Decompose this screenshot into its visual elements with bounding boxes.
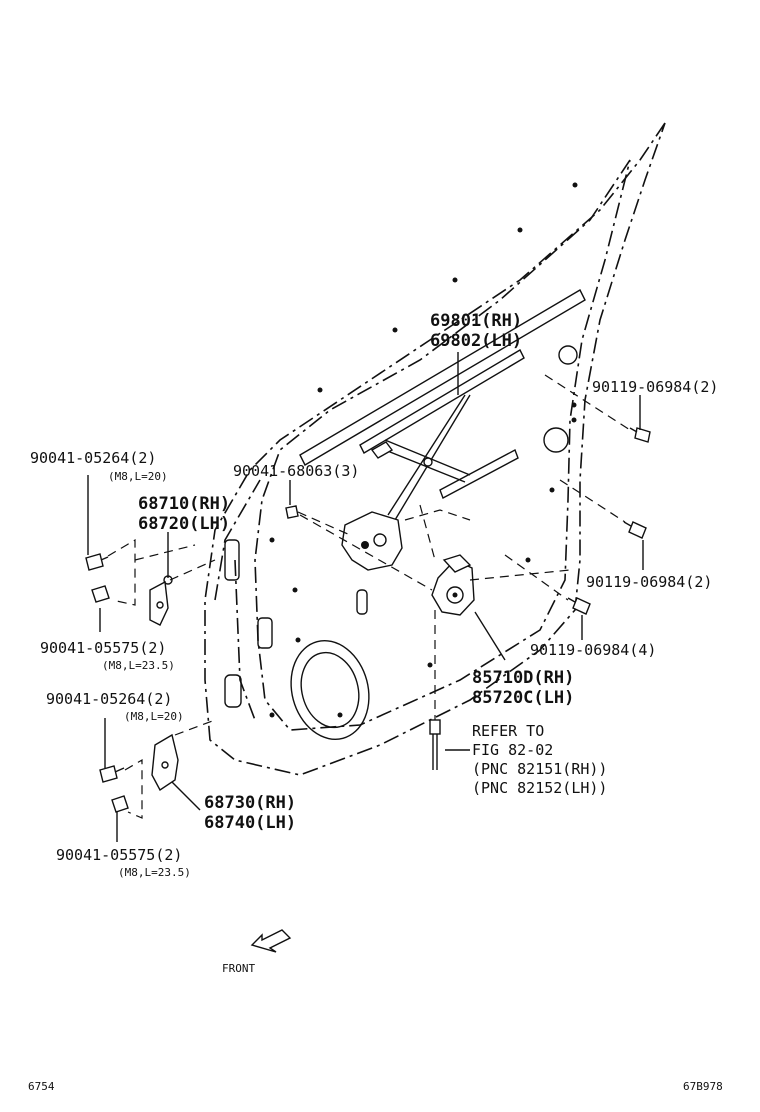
label-refer-fig: FIG 82-02	[472, 741, 553, 759]
label-bolt-center: 90041-68063(3)	[233, 462, 359, 480]
label-motor-lh: 85720C(LH)	[472, 688, 574, 708]
label-bolt-top-right: 90119-06984(2)	[592, 378, 718, 396]
label-refer-to: REFER TO	[472, 722, 544, 740]
label-hinge-lower-rh: 68730(RH)	[204, 793, 296, 813]
label-motor-rh: 85710D(RH)	[472, 668, 574, 688]
label-bolt-low-right: 90119-06984(4)	[530, 641, 656, 659]
harness-connector	[429, 719, 441, 770]
window-motor	[431, 554, 475, 616]
bolt-top-right-icon	[629, 427, 651, 443]
bolt-center-icon	[285, 505, 299, 519]
label-bolt-upper-left: 90041-05264(2)	[30, 449, 156, 467]
bolt-low-right-icon	[567, 597, 591, 615]
speaker-opening	[290, 640, 370, 740]
label-hinge-upper-rh: 68710(RH)	[138, 494, 230, 514]
label-hinge-lower-lh: 68740(LH)	[204, 813, 296, 833]
label-bolt-mid-right: 90119-06984(2)	[586, 573, 712, 591]
leader-lines	[87, 352, 644, 842]
bolt-mid-left-icon	[91, 585, 110, 603]
bolt-bottom-left-icon	[111, 795, 129, 813]
window-regulator	[299, 289, 586, 521]
upper-hinge	[149, 575, 173, 626]
door-panel-holes	[269, 182, 578, 718]
bolt-lower-left-icon	[99, 765, 125, 783]
label-refer-pnc-rh: (PNC 82151(RH))	[472, 760, 607, 778]
page-code-right: 67B978	[683, 1080, 723, 1093]
label-regulator-rh: 69801(RH)	[430, 311, 522, 331]
door-panel-openings	[224, 345, 578, 708]
page-code-left: 6754	[28, 1080, 55, 1093]
bolt-upper-left-icon	[85, 553, 109, 571]
front-direction-arrow-icon	[250, 929, 292, 953]
label-regulator-lh: 69802(LH)	[430, 331, 522, 351]
label-front: FRONT	[222, 962, 255, 975]
label-refer-pnc-lh: (PNC 82152(LH))	[472, 779, 607, 797]
label-hinge-upper-lh: 68720(LH)	[138, 514, 230, 534]
label-bolt-lower-left-spec: (M8,L=20)	[124, 710, 184, 723]
label-bolt-bottom-left-spec: (M8,L=23.5)	[118, 866, 191, 879]
lower-hinge	[151, 733, 179, 792]
bolt-mid-right-icon	[623, 521, 647, 539]
label-bolt-upper-left-spec: (M8,L=20)	[108, 470, 168, 483]
speaker-opening-inner	[300, 651, 360, 729]
regulator-base	[341, 511, 403, 571]
label-bolt-lower-left: 90041-05264(2)	[46, 690, 172, 708]
label-bolt-mid-left: 90041-05575(2)	[40, 639, 166, 657]
label-bolt-bottom-left: 90041-05575(2)	[56, 846, 182, 864]
label-bolt-mid-left-spec: (M8,L=23.5)	[102, 659, 175, 672]
door-frame-outline	[204, 122, 666, 776]
